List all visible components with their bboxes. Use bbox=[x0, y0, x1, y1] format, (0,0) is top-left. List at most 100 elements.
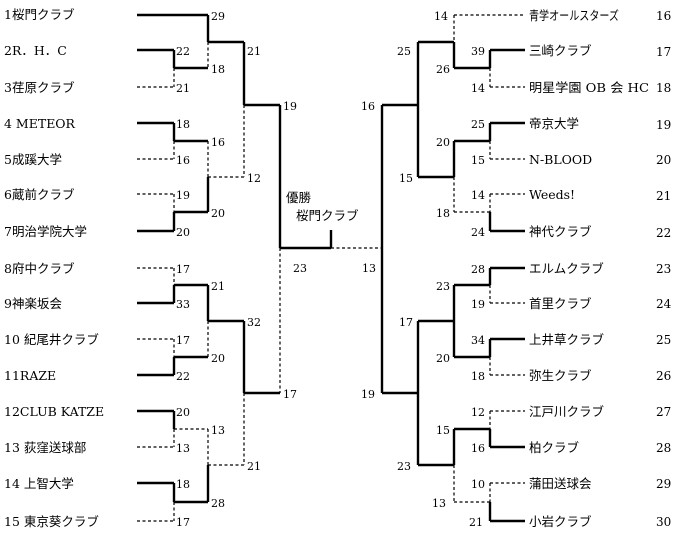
match-score: 21 bbox=[176, 82, 190, 95]
right-team-seed: 18 bbox=[656, 81, 671, 95]
match-score: 21 bbox=[469, 516, 483, 529]
match-score: 24 bbox=[471, 226, 485, 239]
champion-label: 優勝 bbox=[286, 190, 312, 205]
right-team-seed: 25 bbox=[656, 333, 671, 347]
match-score: 18 bbox=[436, 207, 450, 220]
right-team-seed: 29 bbox=[656, 477, 671, 491]
match-score: 13 bbox=[176, 442, 190, 455]
match-score: 21 bbox=[247, 45, 261, 58]
match-score: 34 bbox=[471, 334, 485, 347]
right-team-seed: 22 bbox=[656, 226, 671, 240]
match-score: 17 bbox=[283, 388, 297, 401]
right-team-seed: 28 bbox=[656, 441, 671, 455]
right-team-seed: 21 bbox=[656, 189, 671, 203]
match-score: 16 bbox=[361, 100, 375, 113]
match-score: 13 bbox=[432, 497, 446, 510]
match-score: 19 bbox=[176, 189, 190, 202]
left-team-label: 12CLUB KATZE bbox=[4, 404, 104, 419]
right-team-label: 柏クラブ bbox=[529, 440, 580, 455]
match-score: 23 bbox=[397, 460, 411, 473]
match-score: 15 bbox=[399, 172, 413, 185]
left-bracket-lines bbox=[137, 13, 333, 522]
match-score: 16 bbox=[176, 154, 190, 167]
match-score: 21 bbox=[211, 280, 225, 293]
left-team-label: 4 METEOR bbox=[4, 116, 76, 131]
right-team-seed: 17 bbox=[656, 45, 671, 59]
final-score: 23 bbox=[293, 262, 307, 275]
right-team-seed: 23 bbox=[656, 262, 671, 276]
match-score: 18 bbox=[176, 118, 190, 131]
match-score: 16 bbox=[471, 442, 485, 455]
match-score: 28 bbox=[211, 497, 225, 510]
right-team-seed: 30 bbox=[656, 515, 671, 529]
left-team-label: 15 東京葵クラブ bbox=[4, 514, 99, 529]
right-team-label: 明星学園 OB 会 HC bbox=[529, 80, 649, 95]
right-team-seed: 19 bbox=[656, 118, 671, 132]
match-score: 10 bbox=[471, 478, 485, 491]
left-team-label: 8府中クラブ bbox=[4, 261, 75, 276]
match-score: 20 bbox=[176, 226, 190, 239]
right-team-label: 江戸川クラブ bbox=[529, 404, 605, 419]
match-score: 19 bbox=[283, 100, 297, 113]
match-score: 20 bbox=[211, 352, 225, 365]
right-team-label: N-BLOOD bbox=[529, 152, 592, 167]
right-bracket-lines bbox=[331, 14, 525, 523]
match-score: 32 bbox=[247, 316, 261, 329]
left-team-label: 9神楽坂会 bbox=[4, 296, 62, 311]
match-score: 17 bbox=[176, 334, 190, 347]
left-team-label: 14 上智大学 bbox=[4, 476, 74, 491]
right-team-label: エルムクラブ bbox=[529, 261, 604, 276]
right-team-label: 帝京大学 bbox=[529, 116, 579, 131]
left-scores: 29 22 21 18 16 19 20 17 33 17 22 20 13 1… bbox=[176, 10, 307, 529]
right-team-label: 弥生クラブ bbox=[529, 368, 592, 383]
match-score: 19 bbox=[361, 388, 375, 401]
right-team-label: 神代クラブ bbox=[529, 224, 592, 239]
right-team-seed: 24 bbox=[656, 297, 672, 311]
match-score: 17 bbox=[176, 263, 190, 276]
match-score: 14 bbox=[471, 82, 485, 95]
final-score: 13 bbox=[362, 262, 376, 275]
match-score: 17 bbox=[176, 516, 190, 529]
champion-team: 桜門クラブ bbox=[296, 208, 359, 223]
match-score: 14 bbox=[434, 10, 448, 23]
match-score: 18 bbox=[471, 370, 485, 383]
left-team-label: 13 荻窪送球部 bbox=[4, 440, 86, 455]
match-score: 15 bbox=[471, 154, 485, 167]
right-team-label: 上井草クラブ bbox=[529, 332, 605, 347]
right-team-label: 三崎クラブ bbox=[529, 43, 592, 58]
right-team-seed: 20 bbox=[656, 153, 671, 167]
right-team-seed: 26 bbox=[656, 369, 671, 383]
match-score: 14 bbox=[471, 189, 485, 202]
match-score: 22 bbox=[176, 45, 190, 58]
match-score: 18 bbox=[176, 478, 190, 491]
right-team-seed: 16 bbox=[656, 9, 671, 23]
left-team-label: 3荏原クラブ bbox=[4, 80, 75, 95]
match-score: 39 bbox=[471, 45, 485, 58]
left-team-label: 10 紀尾井クラブ bbox=[4, 332, 99, 347]
left-team-label: 7明治学院大学 bbox=[4, 224, 87, 239]
match-score: 16 bbox=[211, 136, 225, 149]
right-team-label: Weeds! bbox=[529, 187, 575, 202]
left-team-label: 2R．H．C bbox=[4, 43, 67, 58]
left-team-label: 5成蹊大学 bbox=[4, 152, 62, 167]
match-score: 22 bbox=[176, 370, 190, 383]
match-score: 20 bbox=[436, 352, 450, 365]
left-team-label: 11RAZE bbox=[4, 368, 56, 383]
left-team-names: 1桜門クラブ 2R．H．C 3荏原クラブ 4 METEOR 5成蹊大学 6蔵前ク… bbox=[4, 7, 104, 529]
match-score: 21 bbox=[247, 460, 261, 473]
left-team-label: 6蔵前クラブ bbox=[4, 187, 75, 202]
match-score: 25 bbox=[397, 45, 411, 58]
match-score: 28 bbox=[471, 263, 485, 276]
left-team-label: 1桜門クラブ bbox=[4, 7, 75, 22]
match-score: 15 bbox=[436, 424, 450, 437]
match-score: 13 bbox=[211, 424, 225, 437]
match-score: 20 bbox=[176, 406, 190, 419]
match-score: 26 bbox=[436, 63, 450, 76]
right-scores: 14 39 14 25 15 14 24 28 19 34 18 12 16 1… bbox=[361, 10, 485, 529]
match-score: 19 bbox=[471, 298, 485, 311]
match-score: 12 bbox=[471, 406, 485, 419]
right-team-seed: 27 bbox=[656, 405, 671, 419]
match-score: 33 bbox=[176, 298, 190, 311]
right-team-label: 蒲田送球会 bbox=[529, 476, 592, 491]
